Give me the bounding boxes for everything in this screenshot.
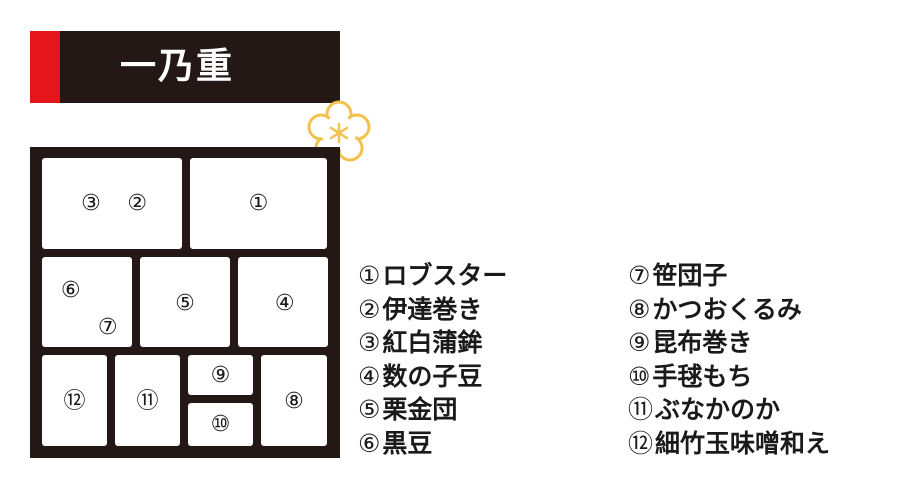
legend-name: ぶなかのか [655, 395, 781, 424]
legend-name: 栗金団 [382, 395, 458, 424]
legend-left: ①ロブスター ②伊達巻き ③紅白蒲鉾 ④数の子豆 ⑤栗金団 ⑥黒豆 [358, 259, 507, 460]
legend-item: ⑥黒豆 [358, 427, 507, 461]
compartment-label: ⑦ [97, 315, 118, 341]
legend-name: 紅白蒲鉾 [382, 328, 483, 357]
legend-item: ⑦笹団子 [628, 259, 830, 293]
compartment-label: ⑫ [63, 389, 86, 415]
legend-name: 伊達巻き [382, 294, 483, 324]
compartment-label: ⑤ [175, 290, 195, 316]
compartment-4: ④ [238, 257, 328, 347]
legend-item: ⑤栗金団 [358, 393, 507, 427]
legend-mark: ④ [358, 361, 381, 391]
compartment-label: ③ [81, 190, 101, 216]
legend-right: ⑦笹団子 ⑧かつおくるみ ⑨昆布巻き ⑩手毬もち ⑪ぶなかのか ⑫細竹玉味噌和え [628, 259, 830, 460]
jubako-box: ③ ② ① ⑥ ⑦ ⑤ ④ ⑫ ⑪ ⑨ ⑩ ⑧ [30, 147, 340, 458]
compartment-12: ⑫ [42, 355, 107, 446]
compartment-10: ⑩ [188, 403, 253, 446]
legend-item: ②伊達巻き [358, 293, 507, 327]
legend-mark: ⑨ [628, 328, 651, 357]
compartment-6-7: ⑥ ⑦ [42, 257, 132, 347]
legend-mark: ⑩ [628, 361, 651, 391]
legend-item: ⑪ぶなかのか [628, 393, 830, 427]
legend-name: 昆布巻き [652, 328, 753, 357]
compartment-9: ⑨ [188, 355, 253, 395]
legend-item: ③紅白蒲鉾 [358, 326, 507, 360]
legend-item: ⑫細竹玉味噌和え [628, 427, 830, 461]
legend-name: 手毬もち [652, 361, 753, 391]
legend-name: 黒豆 [382, 428, 433, 458]
legend-mark: ⑪ [628, 395, 654, 424]
legend-mark: ③ [358, 328, 381, 357]
compartment-5: ⑤ [140, 257, 230, 347]
legend-item: ④数の子豆 [358, 360, 507, 394]
compartment-11: ⑪ [115, 355, 180, 446]
legend-name: ロブスター [382, 261, 508, 290]
compartment-1: ① [190, 158, 327, 249]
compartment-label: ⑪ [136, 389, 159, 415]
legend-mark: ② [358, 294, 381, 324]
legend-name: 細竹玉味噌和え [655, 428, 831, 458]
legend-mark: ⑧ [628, 294, 651, 324]
red-accent-bar [30, 31, 60, 103]
compartment-3-2: ③ ② [42, 158, 182, 249]
legend-mark: ⑥ [358, 428, 381, 458]
compartment-label: ② [127, 190, 148, 216]
page-title: 一乃重 [120, 46, 235, 87]
legend-item: ①ロブスター [358, 259, 507, 293]
compartment-label: ⑥ [60, 278, 81, 304]
legend-item: ⑧かつおくるみ [628, 293, 830, 327]
compartment-8: ⑧ [261, 355, 327, 446]
legend-name: 数の子豆 [382, 361, 483, 391]
legend-name: かつおくるみ [652, 294, 802, 324]
legend-mark: ① [358, 261, 381, 290]
legend-item: ⑩手毬もち [628, 360, 830, 394]
legend-name: 笹団子 [652, 261, 728, 290]
legend-item: ⑨昆布巻き [628, 326, 830, 360]
compartment-label: ⑨ [210, 362, 231, 388]
compartment-label: ① [248, 190, 269, 216]
compartment-label: ⑧ [284, 389, 304, 415]
compartment-label: ④ [274, 290, 295, 316]
legend-mark: ⑦ [628, 261, 651, 290]
legend-mark: ⑫ [628, 428, 654, 458]
legend-mark: ⑤ [358, 395, 381, 424]
title-banner: 一乃重 [30, 31, 340, 103]
compartment-label: ⑩ [210, 412, 231, 438]
